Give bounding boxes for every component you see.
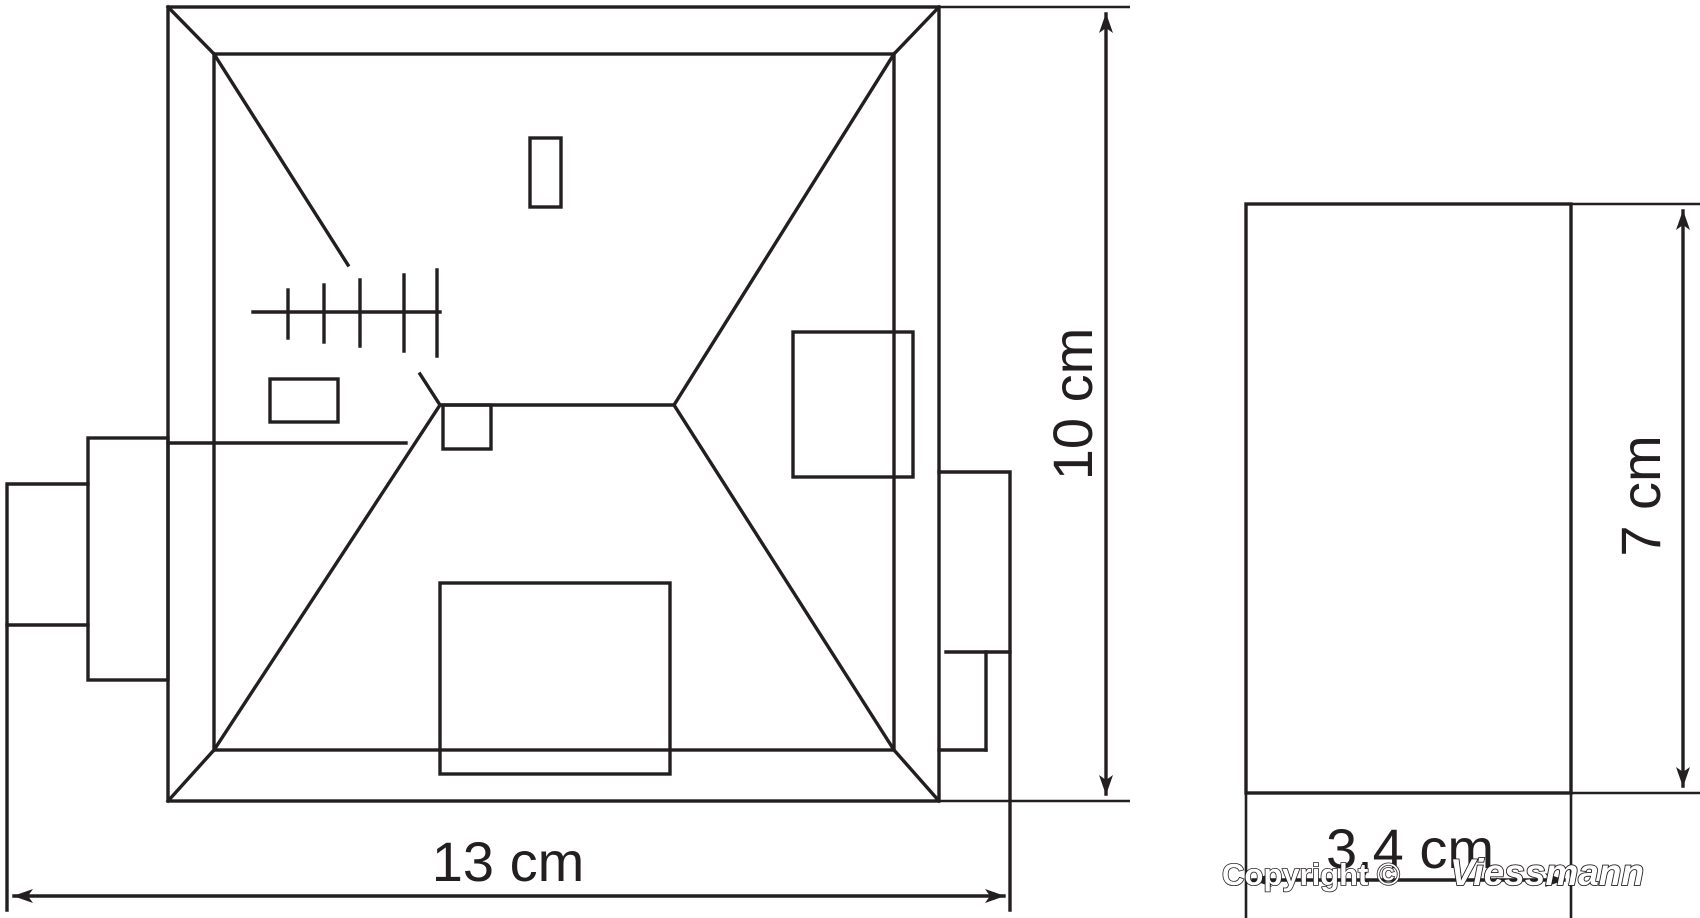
- corner-line-bottom-left: [165, 747, 217, 804]
- dimension-height-side: 7 cm: [1609, 209, 1690, 788]
- hip-line-top-left-upper: [211, 51, 351, 268]
- corner-line-bottom-right: [891, 747, 942, 804]
- chimney: [528, 136, 563, 209]
- annex-left-outer: [5, 482, 90, 912]
- dormer-small: [441, 403, 493, 451]
- roof-outer-outline: [166, 5, 941, 803]
- side-view-outline: [1244, 202, 1573, 795]
- building-top-view: [5, 4, 1012, 912]
- hip-line-top-left-lower: [417, 371, 443, 408]
- height-side-label: 7 cm: [1609, 435, 1672, 556]
- roof-inner-outline: [212, 52, 896, 752]
- dimension-width-main: 13 cm: [12, 830, 1006, 903]
- dormer-front: [438, 581, 672, 776]
- copyright-watermark: Copyright © Viessmann: [1221, 851, 1645, 894]
- annex-right: [937, 470, 1012, 912]
- annex-left-inner: [86, 436, 170, 682]
- hip-line-top-right: [671, 51, 897, 408]
- antenna-icon: [251, 268, 442, 358]
- width-side-label: 3,4 cm: [1326, 817, 1494, 880]
- roof-window-left: [268, 377, 340, 424]
- building-side-view: [1244, 202, 1700, 918]
- dormer-right: [791, 330, 915, 479]
- dimension-width-side: 3,4 cm: [1251, 817, 1566, 887]
- corner-line-top-right: [891, 4, 942, 57]
- height-main-label: 10 cm: [1041, 328, 1104, 481]
- dimension-height-main: 10 cm: [939, 5, 1130, 803]
- hip-line-bottom-left: [211, 402, 443, 753]
- width-main-label: 13 cm: [432, 830, 585, 893]
- corner-line-top-left: [165, 4, 217, 57]
- hip-line-bottom-right: [671, 402, 897, 753]
- copyright-text: Copyright ©: [1222, 857, 1400, 892]
- brand-logo-text: Viessmann: [1450, 852, 1644, 893]
